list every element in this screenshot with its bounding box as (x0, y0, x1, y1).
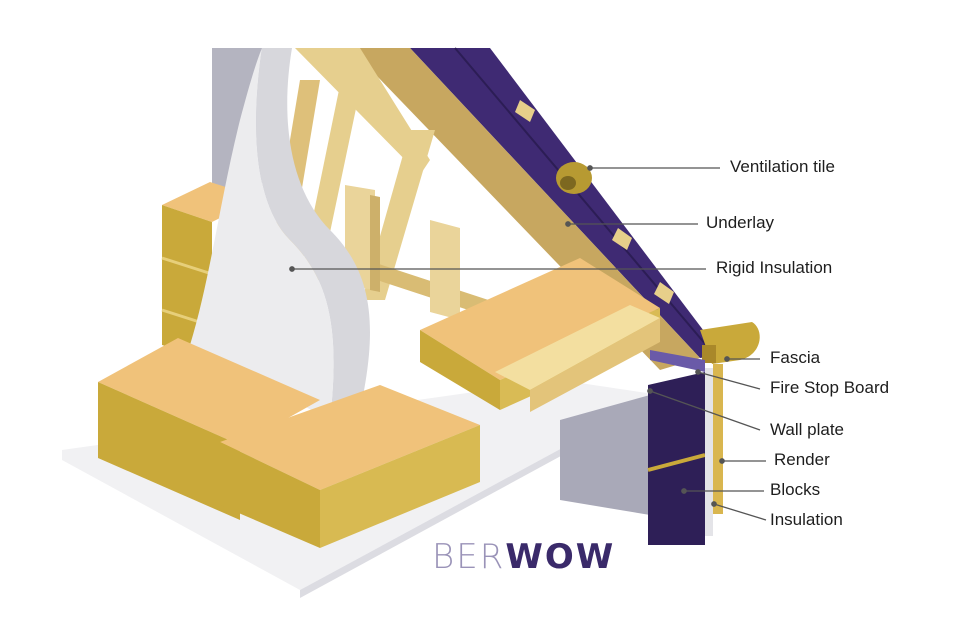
label-fascia: Fascia (770, 348, 821, 367)
label-render: Render (774, 450, 830, 469)
leader-dot (565, 221, 571, 227)
leader-fire-stop (697, 371, 761, 390)
block-front-mid-top (220, 385, 480, 490)
logo-part-wow: WOW (505, 537, 616, 577)
leader-lines (289, 165, 767, 521)
tile-clip (654, 282, 674, 304)
leader-dot (289, 266, 295, 272)
wall-plate-side (420, 330, 500, 410)
block-front-left-side (98, 382, 240, 520)
berwow-logo: BERWOW (432, 537, 615, 577)
ventilation-tile-hole (560, 176, 576, 190)
truss-top-chord (295, 48, 430, 175)
truss-post-3 (370, 195, 380, 292)
leader-wall-plate (649, 390, 761, 431)
wall-plate-timber-front (530, 318, 660, 412)
fascia-board (702, 345, 716, 363)
label-fire-stop-board: Fire Stop Board (770, 378, 890, 397)
wall-plate-timber-top (495, 305, 660, 390)
leader-dot (711, 501, 717, 507)
label-ventilation-tile: Ventilation tile (730, 157, 835, 176)
leader-dot (587, 165, 593, 171)
label-rigid-insulation: Rigid Insulation (716, 258, 833, 277)
label-underlay: Underlay (706, 213, 775, 232)
leader-dot (724, 356, 730, 362)
render-layer (713, 364, 723, 514)
leader-dot (681, 488, 687, 494)
label-insulation: Insulation (770, 510, 843, 529)
block-joint (161, 256, 213, 276)
insulation-layer (705, 368, 713, 536)
leader-dot (695, 369, 701, 375)
block-outer-joint (647, 453, 706, 472)
fire-stop-board (650, 350, 705, 372)
blocks-outer (648, 372, 705, 545)
tile-clip (515, 100, 535, 122)
roof-underlay (410, 48, 722, 358)
ventilation-tile (556, 162, 592, 194)
leader-insulation (713, 503, 767, 521)
label-blocks: Blocks (770, 480, 821, 499)
block-front-mid-side (220, 442, 320, 548)
rigid-insulation-board-face (190, 48, 334, 420)
wall-plate-top (420, 258, 660, 380)
leader-dot (719, 458, 725, 464)
leader-dot (647, 388, 653, 394)
wall-shadow (560, 395, 650, 515)
label-wall-plate: Wall plate (770, 420, 845, 439)
truss-post-2 (430, 220, 460, 320)
truss-web-3 (362, 130, 435, 300)
block-front-mid-face (320, 425, 480, 548)
block-front-left-top (98, 338, 320, 445)
rigid-insulation-board (256, 48, 370, 420)
tile-clip (612, 228, 632, 250)
logo-part-ber: BER (432, 537, 506, 577)
